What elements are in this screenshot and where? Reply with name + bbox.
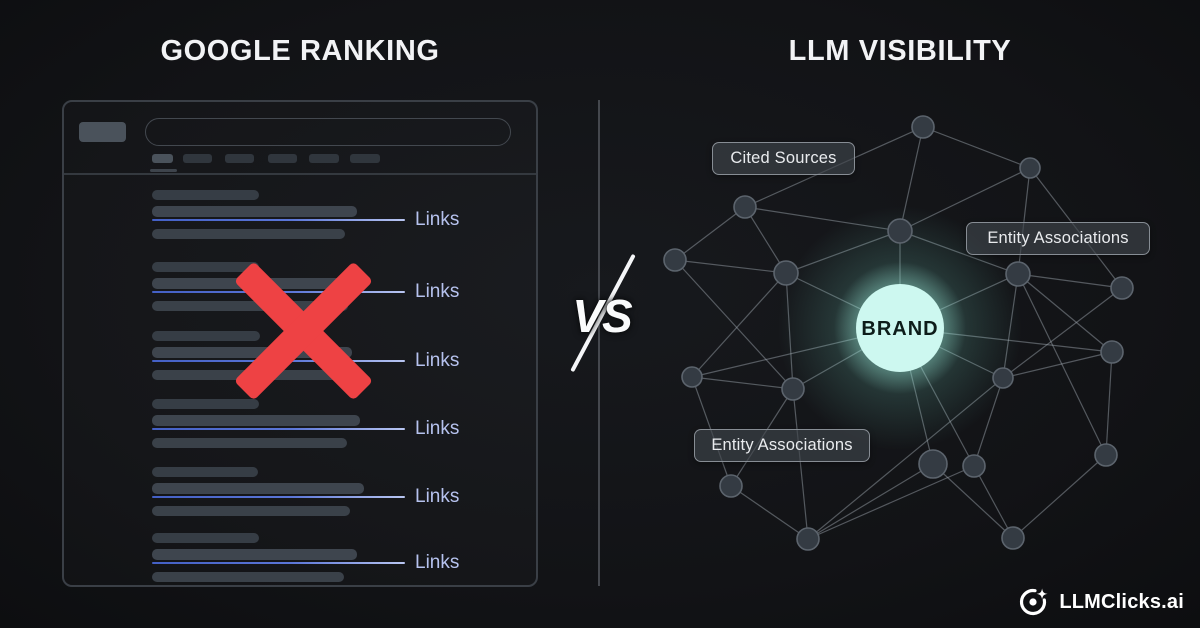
network-edge xyxy=(922,126,1031,169)
entity-label-pill: Entity Associations xyxy=(966,222,1150,255)
network-edge xyxy=(932,463,1014,539)
network-edge xyxy=(807,465,975,540)
network-edge xyxy=(792,388,809,540)
network-nodes xyxy=(663,115,1134,551)
network-edge xyxy=(1017,273,1113,353)
browser-tab-pill xyxy=(152,154,173,163)
vertical-divider xyxy=(598,100,600,586)
links-label: Links xyxy=(415,281,460,302)
link-underline xyxy=(152,496,405,498)
links-label: Links xyxy=(415,209,460,230)
result-line-skeleton xyxy=(152,549,357,560)
network-edge xyxy=(973,465,1014,539)
active-tab-indicator xyxy=(150,169,177,172)
browser-tab-pill xyxy=(183,154,212,163)
result-title-skeleton xyxy=(152,262,259,272)
network-node xyxy=(1019,157,1041,179)
browser-tab-pill xyxy=(350,154,380,163)
network-node xyxy=(773,260,799,286)
link-underline xyxy=(152,428,405,430)
vs-label: VS xyxy=(572,290,632,342)
network-edge xyxy=(691,272,787,378)
link-underline xyxy=(152,562,405,564)
network-edge xyxy=(674,259,787,274)
network-node xyxy=(663,248,687,272)
links-label: Links xyxy=(415,418,460,439)
entity-label-pill: Entity Associations xyxy=(694,429,870,462)
browser-chrome-divider xyxy=(64,173,536,175)
result-line-skeleton xyxy=(152,415,360,426)
result-line-skeleton xyxy=(152,206,357,217)
network-node xyxy=(992,367,1014,389)
result-line-skeleton xyxy=(152,347,352,358)
network-node xyxy=(887,218,913,244)
network-edge xyxy=(1002,287,1123,379)
link-underline xyxy=(152,219,405,221)
network-node xyxy=(1100,340,1124,364)
network-edge xyxy=(1105,351,1113,456)
links-label: Links xyxy=(415,552,460,573)
browser-tab-pill xyxy=(309,154,339,163)
network-node xyxy=(719,474,743,498)
result-line-skeleton xyxy=(152,572,344,582)
network-edge xyxy=(1017,167,1031,275)
network-edge xyxy=(744,206,787,274)
result-title-skeleton xyxy=(152,190,259,200)
network-edge xyxy=(1017,273,1107,456)
network-node xyxy=(1005,261,1031,287)
network-edge xyxy=(807,463,934,540)
result-title-skeleton xyxy=(152,331,260,341)
search-bar-mock xyxy=(145,118,511,146)
network-edge xyxy=(674,206,746,261)
network-edge xyxy=(1002,351,1113,379)
network-node xyxy=(796,527,820,551)
llmclicks-logo-icon xyxy=(1020,588,1048,616)
links-label: Links xyxy=(415,486,460,507)
browser-tab-pill xyxy=(268,154,297,163)
network-node xyxy=(918,449,948,479)
network-node xyxy=(1110,276,1134,300)
entity-label-pill: Cited Sources xyxy=(712,142,855,175)
brand-circle xyxy=(856,284,944,372)
brand-node: BRAND xyxy=(856,284,944,372)
network-node xyxy=(962,454,986,478)
network-edge xyxy=(730,485,809,540)
network-edge xyxy=(1017,273,1123,289)
browser-logo-placeholder xyxy=(79,122,126,142)
result-line-skeleton xyxy=(152,229,345,239)
brand-label: BRAND xyxy=(861,318,938,340)
network-node xyxy=(781,377,805,401)
right-panel-title: LLM VISIBILITY xyxy=(788,35,1012,67)
result-line-skeleton xyxy=(152,483,364,494)
browser-tab-pill xyxy=(225,154,254,163)
result-line-skeleton xyxy=(152,506,350,516)
brand-network-graph: BRAND xyxy=(663,115,1134,551)
links-label: Links xyxy=(415,350,460,371)
network-node xyxy=(1094,443,1118,467)
network-node xyxy=(681,366,703,388)
network-edge xyxy=(1012,454,1107,539)
result-title-skeleton xyxy=(152,399,259,409)
network-edge xyxy=(674,259,794,390)
result-line-skeleton xyxy=(152,438,347,448)
result-line-skeleton xyxy=(152,301,348,311)
footer-logo: LLMClicks.ai xyxy=(1016,585,1184,619)
footer-logo-text: LLMClicks.ai xyxy=(1059,590,1184,613)
network-node xyxy=(911,115,935,139)
result-title-skeleton xyxy=(152,467,258,477)
network-edge xyxy=(691,376,794,390)
result-title-skeleton xyxy=(152,533,259,543)
left-panel-title: GOOGLE RANKING xyxy=(160,35,440,67)
network-node xyxy=(733,195,757,219)
network-node xyxy=(1001,526,1025,550)
